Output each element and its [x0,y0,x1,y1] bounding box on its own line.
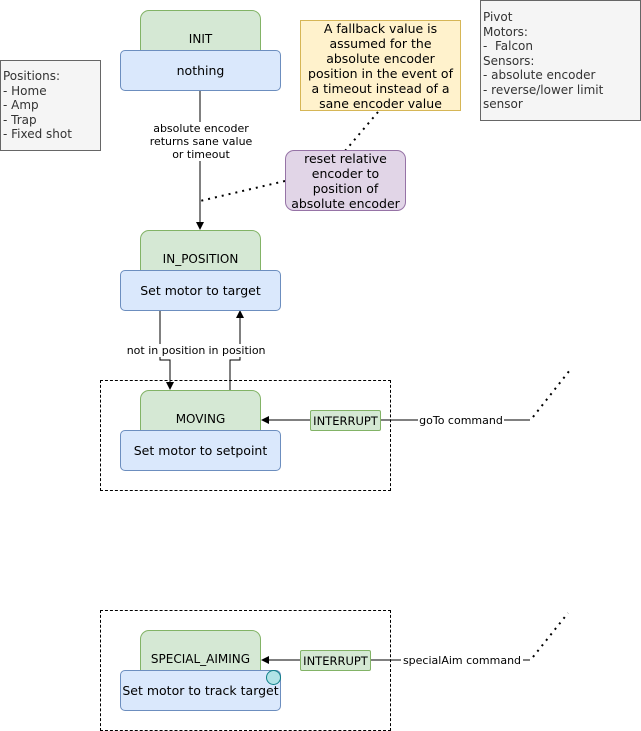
dotted-special-aim [532,612,569,658]
state-special-aiming-action[interactable]: Set motor to track target [120,670,281,711]
state-special-aiming-name[interactable]: SPECIAL_AIMING [140,630,261,671]
dotted-reset-connector [199,180,286,202]
dotted-fallback-connector [344,111,379,152]
moving-group [100,380,391,491]
reset-note-text: reset relative encoder to position of ab… [291,150,400,211]
fallback-note: A fallback value is assumed for the abso… [300,20,461,111]
edge-label-special-aim-command: specialAim command [401,654,523,667]
state-init-action[interactable]: nothing [120,50,281,91]
start-marker-icon [266,670,281,685]
interrupt-badge-special-aiming: INTERRUPT [300,650,371,671]
state-moving-name[interactable]: MOVING [140,390,261,431]
fallback-note-text: A fallback value is assumed for the abso… [308,20,453,111]
state-init-name[interactable]: INIT [140,10,261,51]
reset-note: reset relative encoder to position of ab… [285,150,406,211]
positions-note: Positions: - Home - Amp - Trap - Fixed s… [0,60,101,151]
edge-label-goto-command: goTo command [418,414,504,427]
edge-in-position [229,310,244,390]
edge-not-in-position [159,310,174,390]
state-in-position-action[interactable]: Set motor to target [120,270,281,311]
state-in-position-name[interactable]: IN_POSITION [140,230,261,271]
edge-label-in-position: in position [208,344,266,357]
dotted-goto [532,369,571,418]
edge-label-not-in-position: not in position [126,344,206,357]
edge-label-init-to-in-position: absolute encoder returns sane value or t… [145,122,257,161]
pivot-note: Pivot Motors: - Falcon Sensors: - absolu… [480,0,641,121]
state-moving-action[interactable]: Set motor to setpoint [120,430,281,471]
interrupt-badge-moving: INTERRUPT [310,410,381,431]
